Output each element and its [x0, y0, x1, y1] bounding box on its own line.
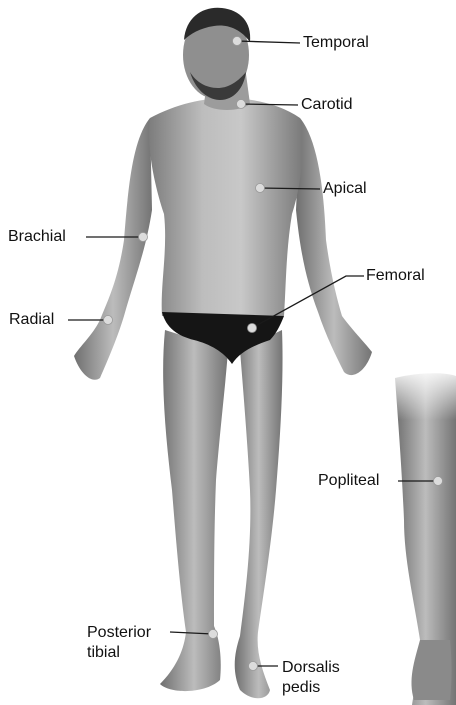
radial-label: Radial [9, 311, 54, 329]
popliteal-label: Popliteal [318, 472, 379, 490]
posterior-tibial-pulse-dot [209, 630, 218, 639]
posterior-tibial-label-line2: tibial [87, 643, 120, 662]
right-leg [235, 330, 283, 698]
left-arm [74, 118, 152, 380]
carotid-pulse-dot [237, 100, 246, 109]
posterior-tibial-label-line1: Posterior [87, 623, 151, 642]
inset-leg-figure [390, 365, 456, 705]
inset-foot [412, 640, 452, 700]
inset-fade [390, 365, 456, 420]
torso [149, 98, 302, 316]
apical-pulse-dot [256, 184, 265, 193]
temporal-pulse-dot [233, 37, 242, 46]
popliteal-pulse-dot [434, 477, 443, 486]
dorsalis-pedis-label-line2: pedis [282, 678, 320, 697]
femoral-label: Femoral [366, 267, 425, 285]
radial-pulse-dot [104, 316, 113, 325]
brachial-pulse-dot [139, 233, 148, 242]
dorsalis-pedis-pulse-dot [249, 662, 258, 671]
femoral-pulse-dot [248, 324, 257, 333]
right-arm [296, 118, 372, 375]
carotid-label: Carotid [301, 96, 353, 114]
apical-label: Apical [323, 180, 367, 198]
temporal-label: Temporal [303, 34, 369, 52]
dorsalis-pedis-label-line1: Dorsalis [282, 658, 340, 677]
left-leg [160, 330, 228, 691]
brachial-label: Brachial [8, 228, 66, 246]
